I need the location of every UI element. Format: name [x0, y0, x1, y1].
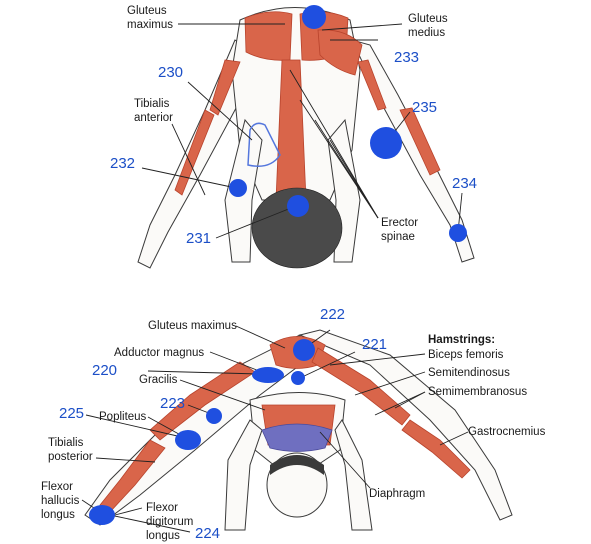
number-232: 232: [110, 155, 136, 172]
label-bottom-gluteus-maximus: Gluteus maximus: [148, 320, 237, 332]
label-semitendinosus: Semitendinosus: [428, 367, 510, 379]
label-gastrocnemius: Gastrocnemius: [468, 426, 546, 438]
label-tibialis-posterior: Tibialis posterior: [48, 437, 93, 463]
marker-top-232: [229, 179, 247, 197]
number-220: 220: [92, 362, 118, 379]
label-top-gluteus-maximus: Gluteus maximus: [127, 5, 174, 31]
label-semimembranosus: Semimembranosus: [428, 386, 528, 398]
bottom-right-leg: [298, 329, 513, 521]
label-flexor-hallucis-longus: Flexor hallucis longus: [41, 481, 80, 521]
top-hamstring-right: [357, 59, 387, 111]
label-popliteus: Popliteus: [99, 411, 147, 423]
bottom-gastrocnemius-right: [401, 419, 471, 479]
marker-top-234: [449, 224, 467, 242]
marker-bottom-222: [293, 339, 315, 361]
label-top-gluteus-medius: Gluteus medius: [408, 13, 448, 39]
number-225: 225: [59, 405, 85, 422]
label-biceps-femoris: Biceps femoris: [428, 349, 504, 361]
number-224: 224: [195, 525, 221, 542]
top-gluteus-medius: [317, 29, 363, 76]
top-gluteus-maximus-left: [244, 11, 293, 61]
number-233: 233: [394, 49, 420, 66]
top-rib-outline: [247, 122, 281, 167]
label-flexor-digitorum-longus: Flexor digitorum longus: [146, 502, 194, 542]
marker-top-231: [287, 195, 309, 217]
label-diaphragm: Diaphragm: [369, 488, 426, 500]
label-top-tibialis-anterior: Tibialis anterior: [134, 98, 173, 124]
label-adductor-magnus: Adductor magnus: [114, 347, 205, 359]
marker-bottom-220: [252, 367, 284, 383]
top-tibialis-anterior-left: [174, 109, 215, 196]
top-calf-right: [399, 107, 441, 176]
bottom-hamstring-right: [311, 347, 411, 426]
number-222: 222: [320, 306, 346, 323]
top-muscles: [174, 11, 441, 201]
label-gracilis: Gracilis: [139, 374, 178, 386]
number-223: 223: [160, 395, 186, 412]
label-top-erector-spinae: Erector spinae: [381, 217, 419, 243]
number-230: 230: [158, 64, 184, 81]
marker-top-235: [370, 127, 402, 159]
marker-bottom-223: [206, 408, 222, 424]
blue-markers: [89, 5, 467, 525]
marker-bottom-221: [291, 371, 305, 385]
label-hamstrings-heading: Hamstrings:: [428, 334, 496, 346]
marker-bottom-225: [175, 430, 201, 450]
top-hamstring-left: [209, 59, 241, 116]
top-hair: [251, 187, 343, 269]
number-221: 221: [362, 336, 388, 353]
marker-bottom-224: [89, 505, 115, 525]
bottom-head: [266, 452, 328, 518]
number-235: 235: [412, 99, 438, 116]
bottom-right-arm: [334, 419, 373, 531]
top-right-leg: [351, 39, 475, 263]
bottom-diaphragm: [261, 423, 333, 452]
bottom-hair: [270, 455, 324, 475]
number-231: 231: [186, 230, 212, 247]
bottom-left-arm: [224, 419, 263, 531]
marker-top-gluteus: [302, 5, 326, 29]
number-234: 234: [452, 175, 478, 192]
